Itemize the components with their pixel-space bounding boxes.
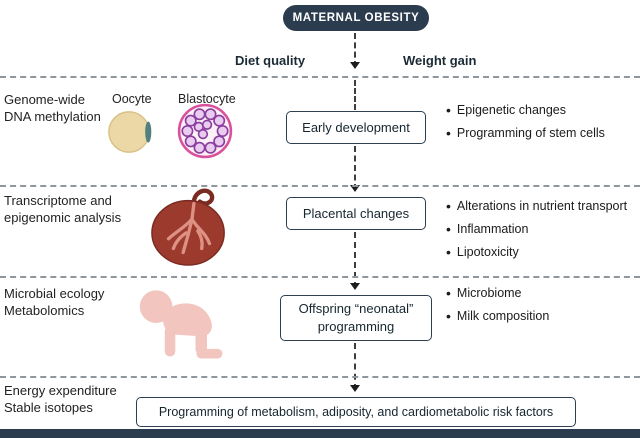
- row-divider-3: [0, 276, 640, 278]
- oocyte-label: Oocyte: [112, 92, 152, 106]
- stage-box-final-outcome: Programming of metabolism, adiposity, an…: [136, 397, 576, 427]
- flow-arrow-4: [350, 343, 360, 392]
- footer-bar: [0, 429, 640, 438]
- baby-icon: [135, 277, 231, 372]
- method-label-energy: Energy expenditure Stable isotopes: [4, 383, 117, 415]
- row-divider-4: [0, 376, 640, 378]
- flow-connector-1: [354, 80, 356, 110]
- blastocyte-label: Blastocyte: [178, 92, 236, 106]
- row-divider-2: [0, 185, 640, 187]
- outcome-item: Alterations in nutrient transport: [446, 199, 627, 213]
- factor-weight-gain: Weight gain: [403, 53, 477, 68]
- method-label-genome-wide: Genome-wide DNA methylation: [4, 92, 101, 124]
- method-label-transcriptome: Transcriptome and epigenomic analysis: [4, 193, 122, 225]
- placenta-icon: [146, 186, 234, 273]
- blastocyte-icon: [176, 102, 234, 165]
- maternal-obesity-badge: MATERNAL OBESITY: [283, 5, 429, 31]
- flow-arrow-2: [350, 146, 360, 192]
- stage-box-early-development: Early development: [286, 111, 426, 144]
- stage-box-placental-changes: Placental changes: [286, 197, 426, 230]
- outcome-item: Programming of stem cells: [446, 126, 605, 140]
- outcomes-row-1: Epigenetic changes Programming of stem c…: [446, 103, 605, 140]
- flow-arrow-1: [350, 33, 360, 69]
- stage-box-offspring-programming: Offspring “neonatal” programming: [280, 295, 432, 341]
- flow-arrow-3: [350, 232, 360, 290]
- oocyte-icon: [106, 108, 154, 161]
- row-divider-1: [0, 76, 640, 78]
- outcome-item: Microbiome: [446, 286, 549, 300]
- outcome-item: Inflammation: [446, 222, 627, 236]
- method-label-microbial: Microbial ecology Metabolomics: [4, 286, 105, 318]
- outcomes-row-3: Microbiome Milk composition: [446, 286, 549, 323]
- factor-diet-quality: Diet quality: [235, 53, 306, 68]
- outcomes-row-2: Alterations in nutrient transport Inflam…: [446, 199, 627, 259]
- outcome-item: Lipotoxicity: [446, 245, 627, 259]
- outcome-item: Epigenetic changes: [446, 103, 605, 117]
- outcome-item: Milk composition: [446, 309, 549, 323]
